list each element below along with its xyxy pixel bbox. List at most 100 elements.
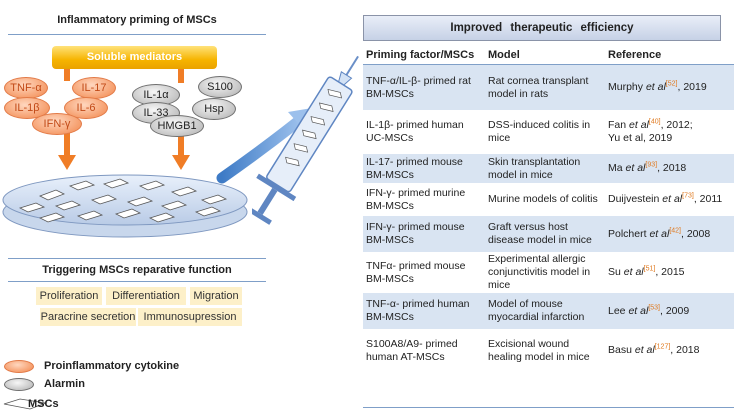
cell-reference: Polchert et al[42], 2008 (605, 215, 734, 253)
ref-citation: [73] (682, 192, 694, 200)
cytokine-ifn-gamma: IFN-γ (32, 113, 82, 135)
ref-author: Ma (608, 162, 623, 174)
ref-author: Fan (608, 119, 627, 131)
function-paracrine-secretion: Paracrine secretion (40, 308, 136, 326)
table-title: Improved therapeutic efficiency (363, 15, 721, 41)
ref-citation: [51] (643, 265, 656, 273)
cell-priming-factor: TNF-α- primed human BM-MSCs (363, 292, 485, 330)
alarmin-s100: S100 (198, 76, 242, 98)
cell-reference: Duijvestein et al[73], 2011 (605, 183, 734, 216)
priming-title: Inflammatory priming of MSCs (57, 14, 217, 26)
ref-citation: [127] (654, 343, 671, 351)
cell-reference: Fan et al[40], 2012;Yu et al, 2019 (605, 110, 734, 154)
diagram-graphics (2, 69, 312, 238)
ref-citation: [52] (665, 80, 678, 88)
ref-author: Lee (608, 304, 626, 317)
ref-etal: et al (662, 193, 683, 205)
cell-model: Murine models of colitis (485, 183, 605, 216)
ref-author: Basu (608, 344, 632, 356)
mscs-cells (18, 178, 228, 223)
stem-right (178, 69, 184, 83)
cell-priming-factor: S100A8/A9- primed human AT-MSCs (363, 329, 485, 372)
cell-reference: Lee et al[53], 2009 (605, 292, 734, 330)
cell-model: Model of mouse myocardial infarction (485, 292, 605, 330)
priming-table: Priming factor/MSCs Model Reference TNF-… (363, 46, 734, 372)
cell-model: Experimental allergic conjunctivitis mod… (485, 252, 605, 293)
syringe-flange (256, 173, 297, 202)
ref-etal: et al (645, 81, 666, 93)
alarmin-hsp: Hsp (192, 98, 236, 120)
cytokine-il-1beta: IL-1β (4, 97, 50, 119)
ref-citation: [53] (648, 304, 660, 311)
syringe-cells (285, 88, 343, 167)
arrow-head-left (58, 155, 76, 170)
title-rule (8, 34, 266, 35)
cell-priming-factor: TNFα- primed mouse BM-MSCs (363, 252, 485, 293)
ref-etal: et al (649, 227, 670, 240)
trigger-top-rule (8, 258, 266, 259)
ref-author: Duijvestein (608, 193, 660, 205)
function-migration: Migration (190, 287, 242, 305)
ref-year: , 2008 (681, 227, 711, 240)
header-model: Model (485, 46, 605, 65)
function-proliferation: Proliferation (36, 287, 102, 305)
cell-priming-factor: TNF-α/IL-β- primed rat BM-MSCs (363, 64, 485, 111)
cell-model: Graft versus host disease model in mice (485, 215, 605, 253)
syringe-graphic (252, 55, 359, 225)
cell-priming-factor: IFN-γ- primed mouse BM-MSCs (363, 215, 485, 253)
table-header-row: Priming factor/MSCs Model Reference (363, 46, 734, 65)
cell-priming-factor: IFN-γ- primed murine BM-MSCs (363, 183, 485, 216)
stem-left (64, 69, 70, 81)
soluble-mediators-box: Soluble mediators (52, 46, 217, 69)
arrow-head-right (172, 155, 190, 170)
cell-reference: Su et al[51], 2015 (605, 252, 734, 293)
legend-alarmin-swatch (4, 378, 34, 391)
ref-etal: et al (625, 162, 646, 174)
cell-model: Skin transplantation model in mice (485, 153, 605, 184)
cell-reference: Basu et al[127], 2018 (605, 329, 734, 372)
ref-year: , 2019 (677, 81, 707, 93)
legend-cytokine-swatch (4, 360, 34, 373)
ref-author: Murphy (608, 81, 644, 93)
syringe-needle (345, 55, 359, 76)
ref-year: , 2018 (670, 344, 700, 356)
arrow-shaft-left (64, 130, 70, 155)
syringe-plunger (257, 187, 278, 215)
trigger-title: Triggering MSCs reparative function (42, 264, 232, 276)
ref-etal: et al (628, 304, 649, 317)
syringe-plunger-cap (252, 205, 272, 225)
alarmin-hmgb1: HMGB1 (150, 115, 204, 137)
ref-year: , 2012; (660, 119, 693, 131)
ref-citation: [40] (648, 118, 661, 126)
cell-reference: Ma et al[93], 2018 (605, 153, 734, 184)
ref-author: Su (608, 266, 621, 278)
ref-citation: [42] (669, 227, 681, 234)
cell-model: Excisional wound healing model in mice (485, 329, 605, 372)
table-bottom-rule (363, 407, 734, 408)
cytokine-il-17: IL-17 (72, 77, 116, 99)
ref-extra: Yu et al, 2019 (608, 132, 673, 144)
alarmin-il-1alpha: IL-1α (132, 84, 180, 106)
ref-citation: [93] (645, 161, 658, 169)
ref-etal: et al (623, 266, 644, 278)
ref-author: Polchert (608, 227, 647, 240)
legend-msc-icon (3, 398, 48, 410)
header-priming-factor: Priming factor/MSCs (363, 46, 485, 65)
legend-alarmin-label: Alarmin (44, 378, 85, 390)
cell-reference: Murphy et al[52], 2019 (605, 64, 734, 111)
ref-year: , 2011 (693, 193, 723, 205)
cytokine-tnf-alpha: TNF-α (4, 77, 48, 99)
cell-priming-factor: IL-1β- primed human UC-MSCs (363, 110, 485, 154)
cell-model: DSS-induced colitis in mice (485, 110, 605, 154)
legend-cytokine-label: Proinflammatory cytokine (44, 360, 180, 372)
function-immunosupression: Immunosupression (138, 308, 242, 326)
cell-model: Rat cornea transplant model in rats (485, 64, 605, 111)
cell-priming-factor: IL-17- primed mouse BM-MSCs (363, 153, 485, 184)
